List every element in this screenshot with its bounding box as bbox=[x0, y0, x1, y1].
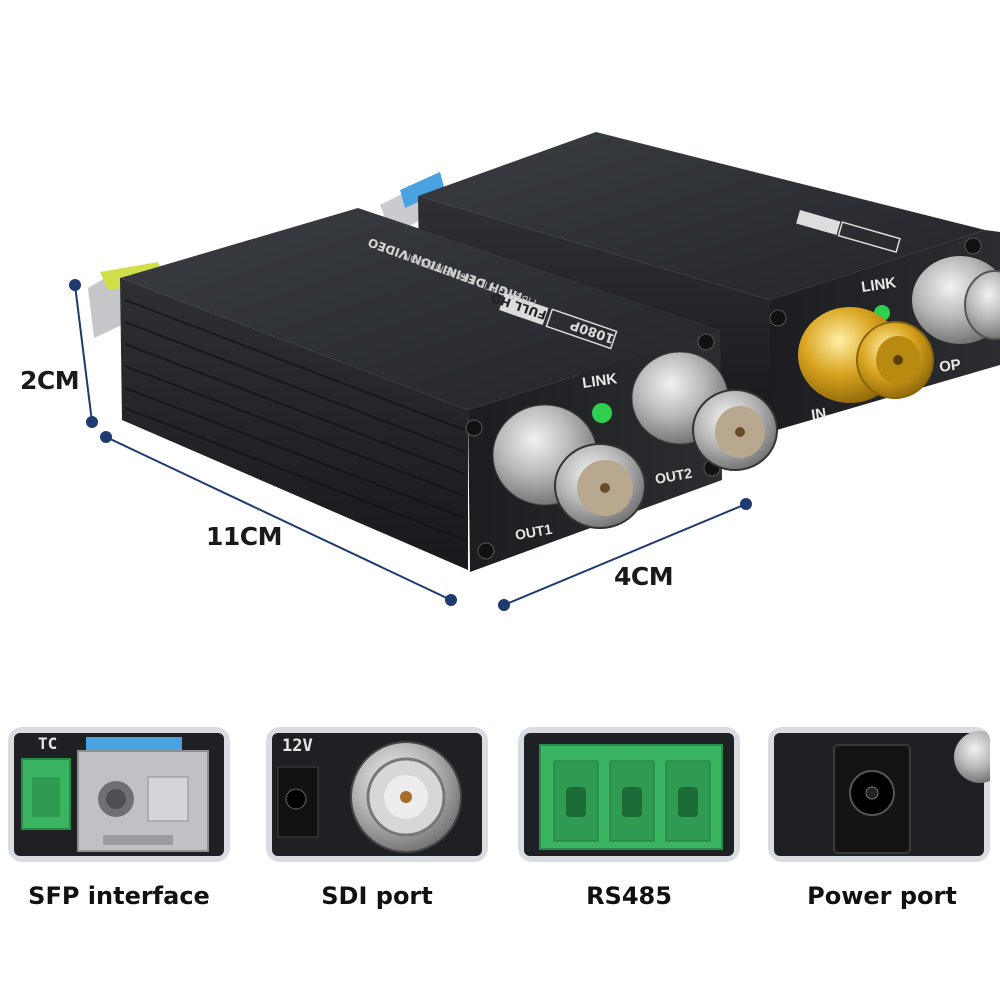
port-out2-label: OUT2 bbox=[654, 465, 694, 487]
sfp-tag-text: TC bbox=[38, 734, 57, 753]
rs485-thumbnail bbox=[518, 727, 740, 862]
length-dimension-label: 11CM bbox=[206, 522, 283, 551]
link-label: LINK bbox=[581, 370, 618, 392]
sfp-interface-caption: SFP interface bbox=[28, 882, 210, 910]
sfp-interface-thumbnail: TC bbox=[8, 727, 230, 862]
front-device: FULL HD 1080P HIGH DEFINITION VIDEO FIBE… bbox=[88, 208, 778, 572]
sdi-tag-text: 12V bbox=[282, 736, 313, 756]
power-port-thumbnail bbox=[768, 727, 990, 862]
link-led bbox=[592, 403, 612, 423]
dimension-lines bbox=[69, 279, 752, 611]
bnc-out2-connector bbox=[631, 351, 778, 471]
port-out1-label: OUT1 bbox=[514, 521, 554, 543]
rs485-caption: RS485 bbox=[586, 882, 672, 910]
back-led-label: LINK bbox=[860, 274, 897, 296]
sdi-port-thumbnail: 12V bbox=[266, 727, 488, 862]
port-in-label: IN bbox=[810, 405, 827, 424]
height-dimension-label: 2CM bbox=[20, 366, 80, 395]
width-dimension-label: 4CM bbox=[614, 562, 674, 591]
bnc-loop-connector bbox=[912, 256, 1000, 344]
power-port-caption: Power port bbox=[807, 882, 957, 910]
bnc-out1-connector bbox=[492, 404, 646, 529]
port-loop-label: OP bbox=[938, 356, 962, 376]
bnc-gold-connector bbox=[798, 307, 934, 403]
sdi-port-caption: SDI port bbox=[321, 882, 433, 910]
